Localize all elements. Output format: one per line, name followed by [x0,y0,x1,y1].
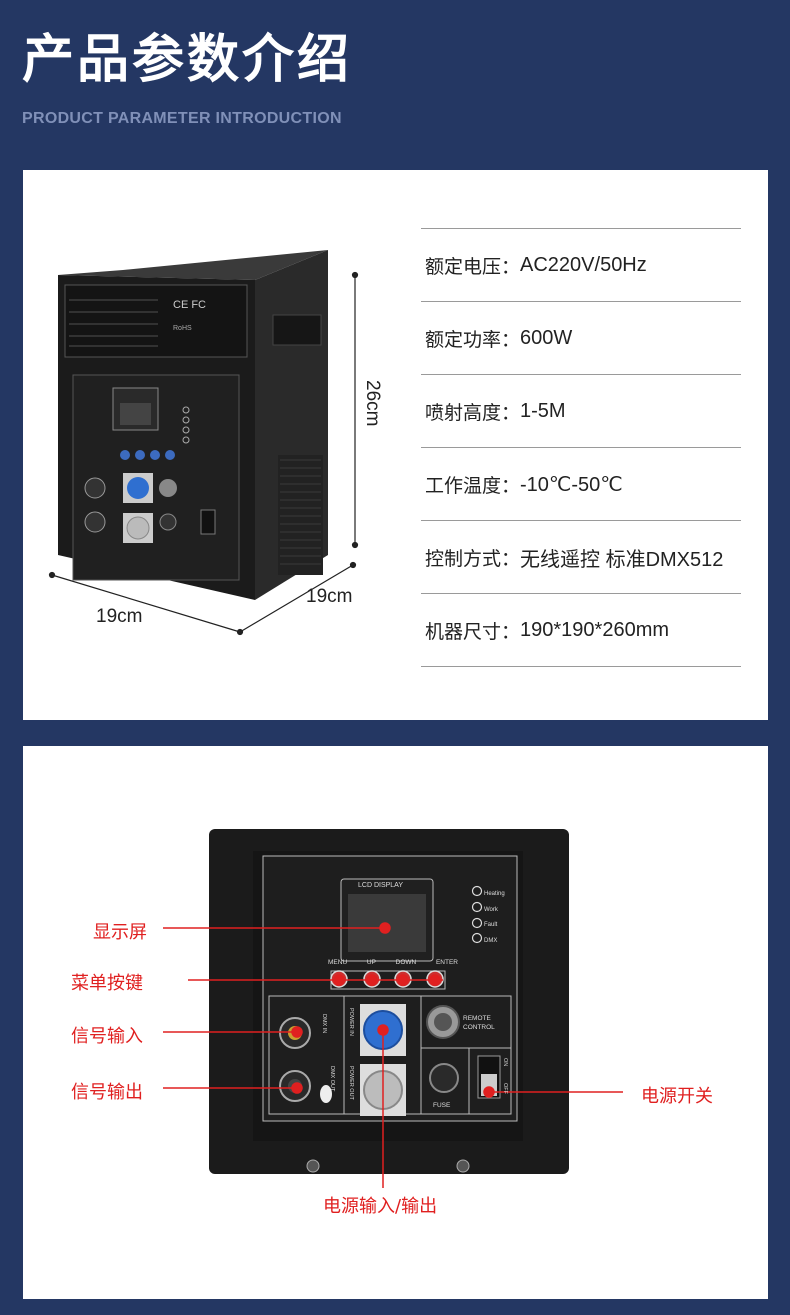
dmx-in-label: DMX IN [321,1014,327,1034]
spec-list: 额定电压： AC220V/50Hz 额定功率： 600W 喷射高度： 1-5M … [421,228,741,667]
enter-button-label: ENTER [435,959,458,966]
power-out-label: POWER OUT [348,1066,354,1100]
spec-row: 额定功率： 600W [421,301,741,374]
spec-value: 600W [520,326,573,349]
dmx-out-label: DMX OUT [329,1066,335,1092]
svg-text:RoHS: RoHS [173,325,192,332]
spec-value: AC220V/50Hz [520,253,647,276]
spec-row: 机器尺寸： 190*190*260mm [421,593,741,667]
callout-signal-in: 信号输入 [71,1026,143,1047]
callout-display: 显示屏 [93,922,147,943]
spec-row: 喷射高度： 1-5M [421,374,741,447]
feature-panel: LCD DISPLAY Heating Work Fault DMX MENU … [23,746,768,1299]
front-panel-image [163,829,623,1188]
indicator-fault-label: Fault [484,922,498,929]
spec-row: 控制方式： 无线遥控 标准DMX512 [421,520,741,593]
callout-menu-keys: 菜单按键 [71,973,143,994]
remote-control-label: REMOTE CONTROL [463,1015,495,1031]
depth-dimension: 19cm [306,586,353,607]
spec-value: 1-5M [520,399,566,422]
page-title: 产品参数介绍 [22,30,353,90]
spec-label: 工作温度： [425,474,521,497]
spec-label: 喷射高度： [425,401,521,424]
height-dimension: 26cm [362,380,383,427]
callout-power-io: 电源输入/输出 [323,1196,438,1217]
spec-panel: CE FC RoHS 26cm 1 [23,170,768,720]
spec-label: 额定功率： [425,328,521,351]
indicator-heating-label: Heating [484,891,505,897]
spec-value: 无线遥控 标准DMX512 [520,548,724,571]
fuse-label: FUSE [433,1102,451,1109]
spec-label: 额定电压： [425,255,521,278]
menu-button-label: MENU [328,959,348,966]
indicator-labels: Heating Work Fault DMX [484,887,505,949]
down-button-label: DOWN [395,959,417,966]
spec-label: 机器尺寸： [425,620,521,643]
power-in-label: POWER IN [348,1008,354,1036]
lcd-display-label: LCD DISPLAY [358,882,403,889]
indicator-work-label: Work [484,906,498,913]
up-button-label: UP [366,959,376,966]
product-image: CE FC RoHS [48,250,359,636]
switch-off-label: OFF [502,1083,508,1094]
spec-row: 工作温度： -10℃-50℃ [421,447,741,520]
callout-power-switch: 电源开关 [641,1086,713,1107]
width-dimension: 19cm [96,606,143,627]
button-labels: MENU UP DOWN ENTER [328,959,458,966]
indicator-dmx-label: DMX [484,937,498,944]
page-subtitle: PRODUCT PARAMETER INTRODUCTION [22,110,342,127]
spec-row: 额定电压： AC220V/50Hz [421,228,741,301]
spec-label: 控制方式： [425,547,521,570]
spec-value: 190*190*260mm [520,618,670,641]
spec-value: -10℃-50℃ [520,473,623,496]
callout-signal-out: 信号输出 [71,1082,143,1103]
switch-on-label: ON [502,1058,508,1067]
svg-text:CE FC: CE FC [173,299,206,311]
